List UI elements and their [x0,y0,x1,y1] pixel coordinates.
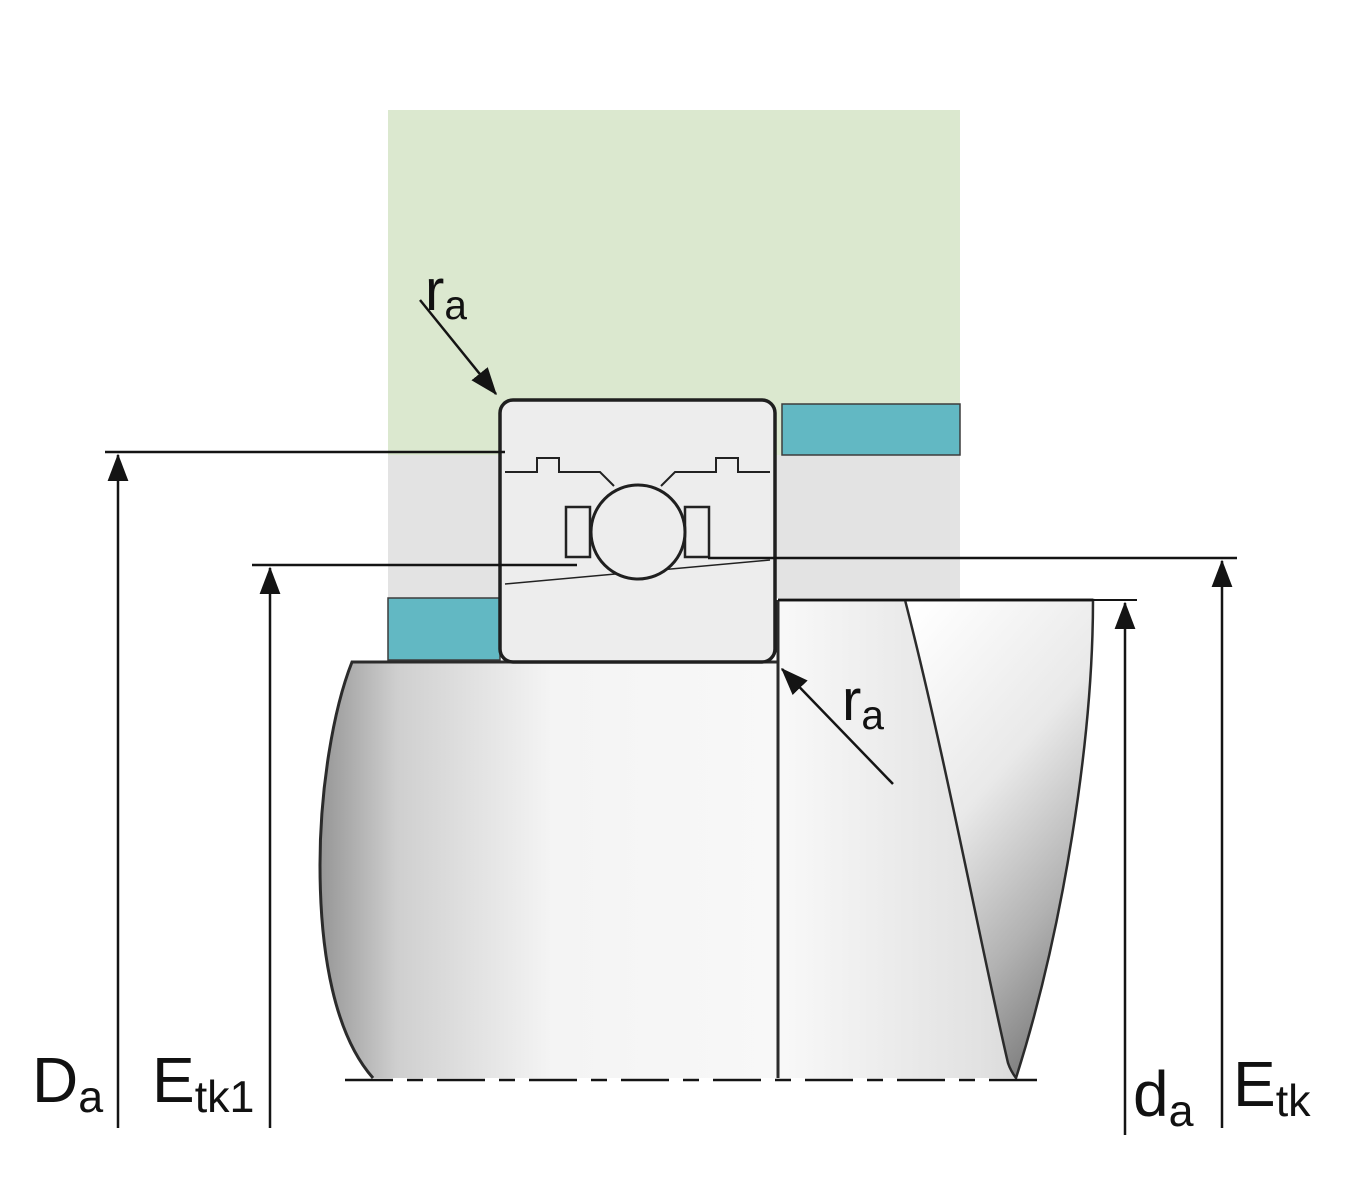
spacer-ring-right [781,403,961,456]
shaft-groove-lobe [903,598,1095,1081]
label-ra-bottom-subscript: a [861,691,884,738]
label-ra-top-main: r [425,258,445,323]
label-ra-bottom-main: r [842,668,862,733]
bearing-ring-step-right [660,457,770,487]
ra-top-leader-line [419,299,497,396]
label-da-subscript: a [1168,1085,1194,1136]
ra-bottom-leader-line [781,668,894,785]
bearing-ball [589,483,687,581]
housing-bore-right [775,455,960,598]
label-Da-subscript: a [78,1071,104,1122]
dimension-label-da: da [1133,1062,1194,1134]
label-ra-top-subscript: a [444,281,467,328]
label-Da-main: D [32,1044,79,1116]
housing-bore-left [388,455,500,598]
shaft-body [320,600,1093,1078]
dimension-label-Etk: Etk [1233,1052,1311,1124]
radius-label-ra-bottom: ra [842,672,884,736]
spacer-ring-left [387,597,501,661]
housing-block [388,110,960,455]
label-Etk-subscript: tk [1275,1075,1311,1126]
radius-label-ra-top: ra [425,262,467,326]
label-Etk1-main: E [152,1044,195,1116]
bearing-ring-step-left [505,457,615,487]
label-Etk1-subscript: tk1 [194,1071,255,1122]
dimension-label-Etk1: Etk1 [152,1048,254,1120]
label-da-main: d [1133,1058,1169,1130]
label-Etk-main: E [1233,1048,1276,1120]
dimension-label-Da: Da [32,1048,103,1120]
